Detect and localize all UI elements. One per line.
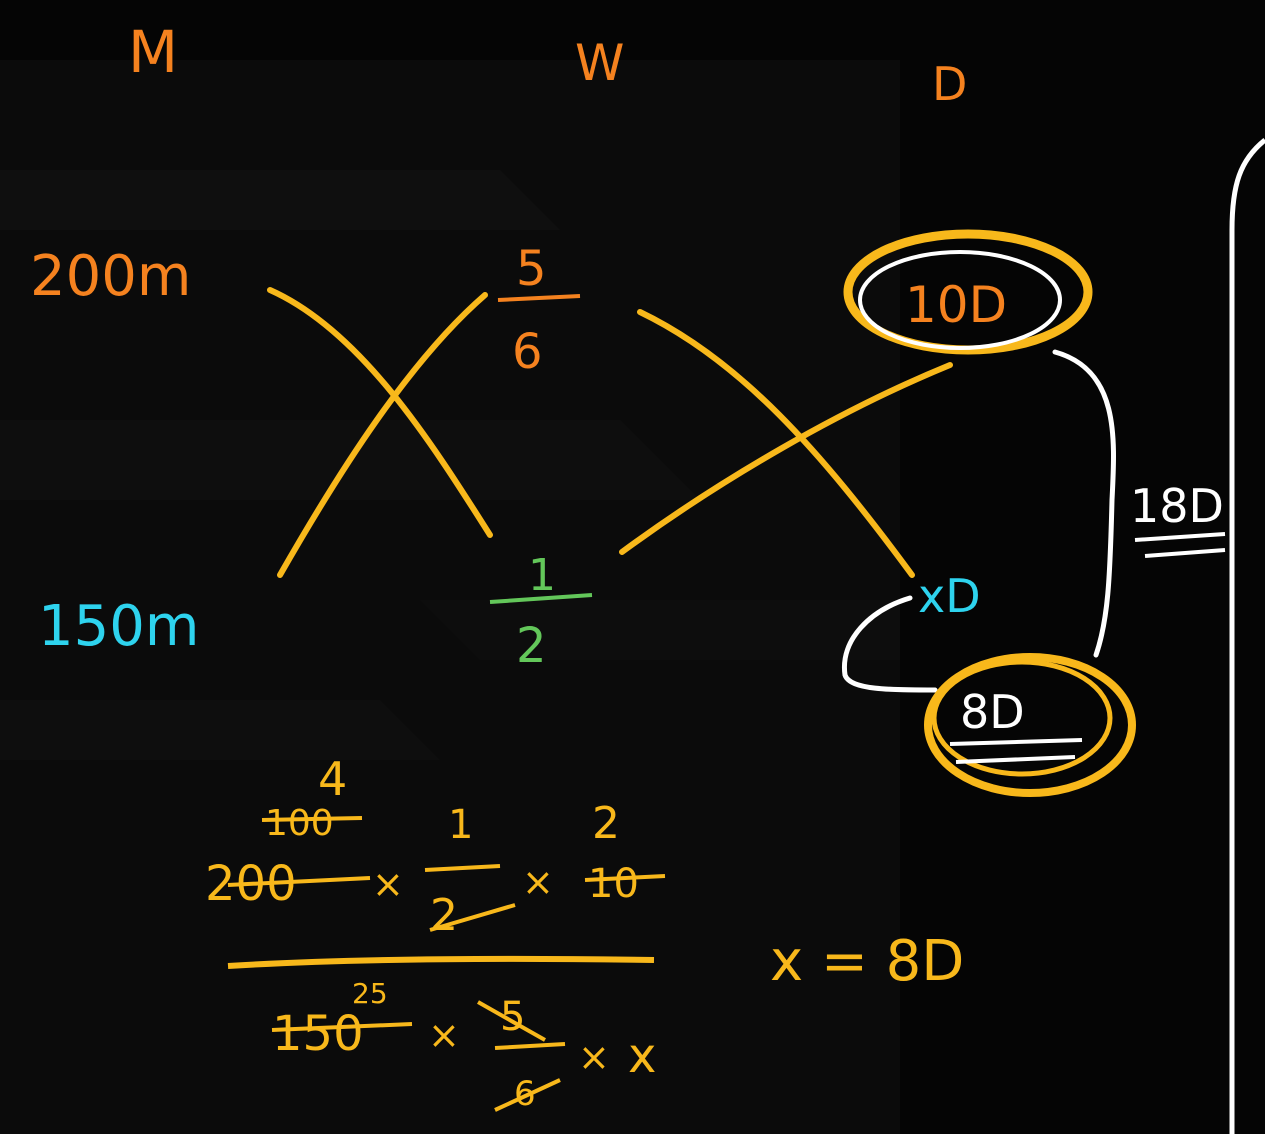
- calc-frac2-denominator: 6: [514, 1074, 536, 1114]
- calc-times-1: ×: [372, 862, 404, 906]
- calc-den-variable: x: [628, 1028, 656, 1084]
- calc-denominator-strikes: [271, 1000, 566, 1112]
- row2-days: xD: [918, 569, 981, 623]
- calc-numerator-strikes: [227, 816, 666, 932]
- calculation-denominator: 150 25 × 5 6 × x: [272, 977, 656, 1114]
- calc-den-times-1: ×: [428, 1013, 460, 1057]
- background-texture: [0, 60, 900, 1134]
- calc-top-right: 2: [592, 798, 620, 849]
- row2-work-numerator: 1: [528, 550, 556, 601]
- answer-underline-2: [955, 755, 1076, 764]
- header-days: D: [932, 57, 967, 111]
- calc-frac1-denominator: 2: [430, 890, 458, 941]
- row1-work-fraction-bar: [497, 294, 581, 302]
- header-work: W: [575, 34, 624, 92]
- calc-struck-last: 10: [588, 861, 639, 907]
- circle-10d-outer: [843, 229, 1093, 355]
- calc-top-left: 4: [318, 752, 347, 806]
- answer-underline-1: [949, 738, 1083, 746]
- sum-underline-1: [1134, 532, 1226, 542]
- circle-10d-inner: [858, 250, 1062, 350]
- row1-work-numerator: 5: [516, 241, 547, 297]
- row2-men: 150m: [38, 594, 199, 659]
- row1-work-denominator: 6: [512, 324, 543, 380]
- calculation-fraction-bar: [227, 955, 655, 969]
- bracket-lines: [841, 349, 1116, 693]
- answer-8d: 8D: [960, 685, 1025, 739]
- header-men: M: [128, 18, 178, 86]
- calc-den-struck-first: 150: [272, 1006, 364, 1062]
- sum-18d: 18D: [1130, 479, 1224, 533]
- cross-lines: [267, 287, 953, 578]
- circle-8d-outer: [924, 653, 1136, 797]
- calc-den-small: 25: [352, 977, 388, 1010]
- calc-struck-middle: 100: [265, 803, 334, 844]
- row2-work-denominator: 2: [516, 618, 547, 674]
- calc-times-2: ×: [522, 860, 554, 904]
- frame-edge: [1229, 138, 1265, 1134]
- calc-frac1-numerator: 1: [448, 802, 473, 848]
- sum-underline-2: [1144, 548, 1226, 558]
- circle-8d-inner: [931, 659, 1113, 777]
- row1-days: 10D: [905, 276, 1007, 334]
- row1-men: 200m: [30, 244, 191, 309]
- result-equation: x = 8D: [770, 929, 964, 994]
- calc-den-times-2: ×: [578, 1035, 610, 1079]
- row2-work-fraction-bar: [489, 593, 593, 604]
